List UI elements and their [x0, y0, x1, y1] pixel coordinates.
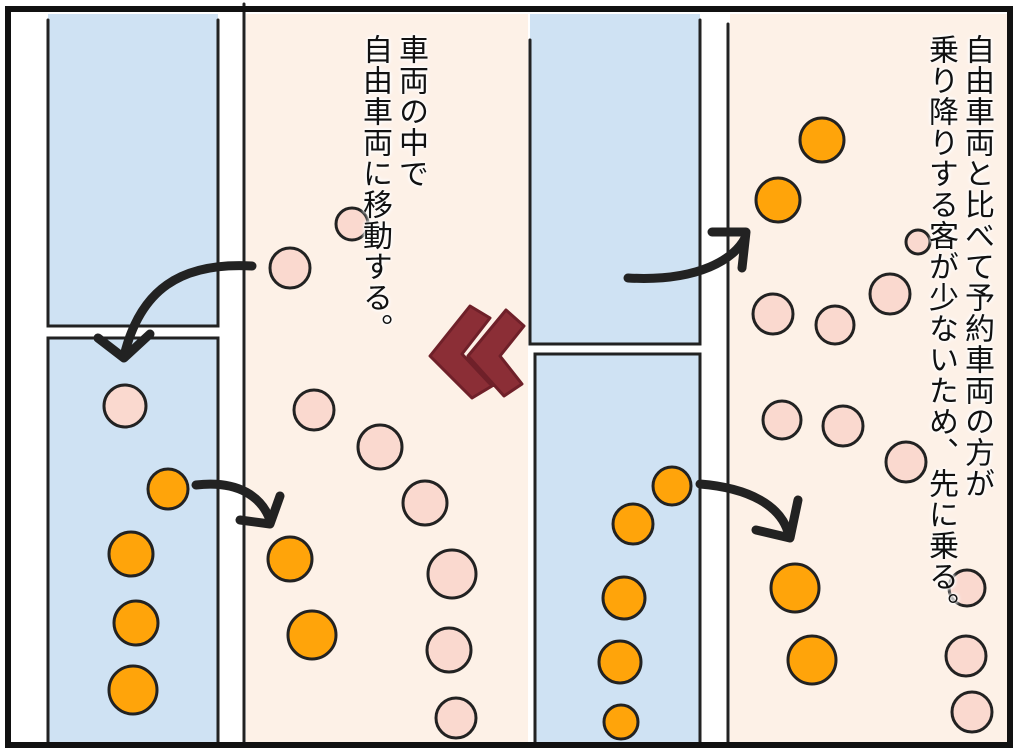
- passenger-reserved: [107, 664, 159, 716]
- passenger-free: [868, 272, 912, 316]
- passenger-reserved: [611, 502, 655, 546]
- passenger-free: [761, 399, 803, 441]
- passenger-free: [356, 423, 404, 471]
- passenger-free: [425, 626, 473, 674]
- passenger-free: [814, 304, 856, 346]
- passenger-free: [334, 206, 370, 242]
- passenger-reserved: [112, 599, 160, 647]
- passenger-reserved: [786, 634, 838, 686]
- move-arrow-out-upper-right-head: [707, 227, 751, 273]
- double-chevron-left-icon: [428, 304, 526, 400]
- passenger-free: [884, 440, 928, 484]
- passenger-reserved: [651, 465, 693, 507]
- move-arrow-into-car-head: [93, 329, 155, 363]
- move-arrow-into-car: [119, 261, 257, 361]
- passenger-reserved: [266, 535, 314, 583]
- platform-area-right: [730, 14, 1010, 742]
- passenger-reserved: [769, 562, 821, 614]
- passenger-free: [950, 690, 994, 734]
- passenger-free: [904, 228, 932, 256]
- passenger-free: [944, 634, 988, 678]
- passenger-free: [426, 548, 478, 600]
- passenger-reserved: [602, 703, 640, 741]
- move-arrow-out-left-head: [235, 491, 285, 529]
- passenger-free: [292, 388, 336, 432]
- passenger-reserved: [754, 176, 802, 224]
- passenger-free: [751, 292, 795, 336]
- move-arrow-out-left: [191, 479, 275, 525]
- passenger-free: [401, 479, 449, 527]
- caption-right: 自由車両と比べて予約車両の方が 乗り降りする客が少ないため、先に乗る。: [923, 34, 994, 623]
- move-arrow-out-lower-right: [695, 479, 793, 537]
- passenger-reserved: [286, 609, 338, 661]
- move-arrow-out-lower-right-head: [751, 495, 803, 543]
- train-car-upper-left: [48, 14, 218, 326]
- passenger-reserved: [107, 530, 155, 578]
- passenger-free: [268, 246, 312, 290]
- passenger-free: [821, 404, 865, 448]
- passenger-reserved: [597, 639, 643, 685]
- caption-left: 車両の中で 自由車両に移動する。: [357, 34, 428, 344]
- passenger-free: [434, 696, 478, 740]
- passenger-reserved: [798, 116, 846, 164]
- passenger-free: [102, 383, 148, 429]
- train-car-upper-right: [530, 14, 700, 344]
- passenger-reserved: [146, 467, 190, 511]
- passenger-free: [947, 568, 987, 608]
- passenger-reserved: [601, 575, 647, 621]
- panel-border: [5, 6, 1013, 748]
